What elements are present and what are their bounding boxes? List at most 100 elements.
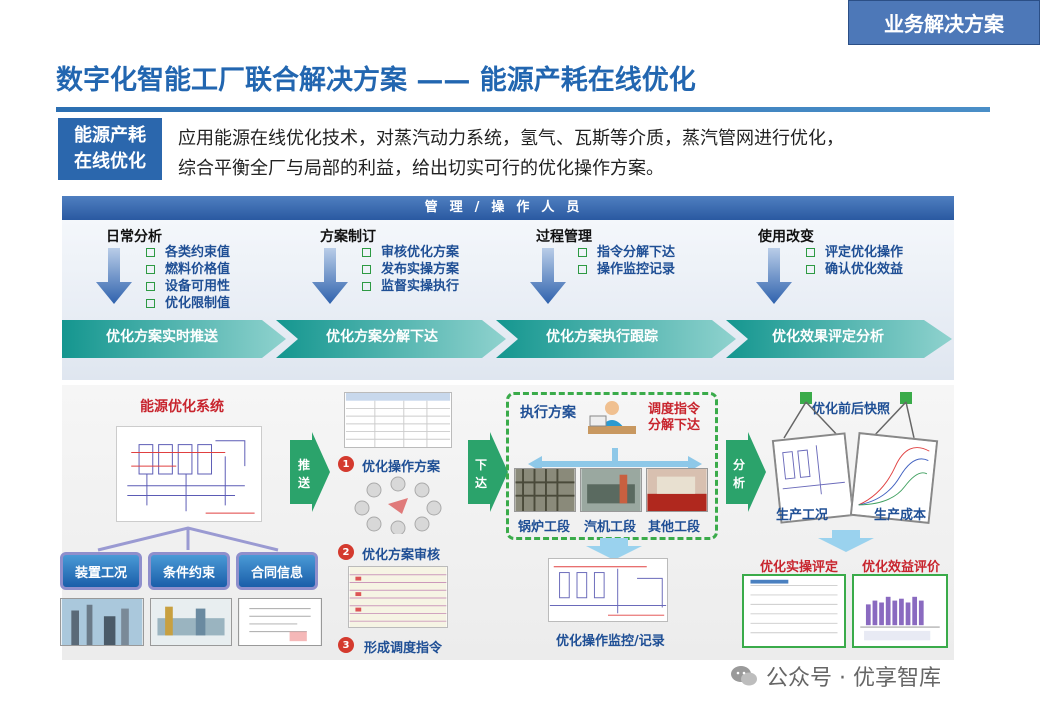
down-arrow-icon — [586, 538, 642, 560]
checkbox-icon — [578, 265, 587, 274]
checkbox-icon — [146, 248, 155, 257]
input-connector — [97, 526, 279, 552]
plant-photo-2 — [150, 598, 232, 646]
page-title: 数字化智能工厂联合解决方案 —— 能源产耗在线优化 — [56, 65, 696, 96]
chevron-label-3: 优化方案执行跟踪 — [546, 329, 658, 345]
system-schematic — [116, 426, 262, 522]
push-arrow-icon — [290, 432, 330, 512]
topic-badge: 能源产耗 在线优化 — [58, 118, 162, 180]
step-number-1: 1 — [338, 456, 354, 472]
contract-doc-thumb — [238, 598, 322, 646]
other-section-photo — [646, 468, 708, 512]
monitor-diagram-thumb — [548, 558, 668, 622]
step-label-2: 优化方案审核 — [362, 548, 441, 563]
checklist-item: 发布实操方案 — [362, 261, 459, 278]
chevron-3 — [496, 320, 736, 358]
phase-checklist-4: 评定优化操作 确认优化效益 — [806, 244, 903, 278]
title-divider — [56, 107, 990, 112]
dispatch-label: 调度指令 分解下达 — [648, 402, 701, 433]
phase-checklist-3: 指令分解下达 操作监控记录 — [578, 244, 675, 278]
phase-title-4: 使用改变 — [758, 229, 814, 245]
dispatch-form-thumb — [348, 566, 448, 628]
intro-text: 应用能源在线优化技术，对蒸汽动力系统，氢气、瓦斯等介质，蒸汽管网进行优化， 综合… — [178, 124, 978, 184]
checkbox-icon — [362, 248, 371, 257]
checklist-item: 审核优化方案 — [362, 244, 459, 261]
dispatch-arrow-label: 下达 — [474, 458, 487, 490]
eval-card-2 — [852, 574, 948, 648]
push-arrow-label: 推送 — [297, 458, 310, 490]
chevron-2 — [276, 320, 506, 358]
badge-line-1: 能源产耗 — [74, 125, 146, 146]
snapshot-frame-1 — [771, 432, 855, 524]
down-arrow-icon — [818, 530, 874, 552]
exec-branch-arrows — [528, 448, 702, 472]
watermark: 公众号 · 优享智库 — [730, 660, 941, 692]
checkbox-icon — [578, 248, 587, 257]
hanger-icon — [783, 392, 915, 439]
frame-label-1: 生产工况 — [776, 508, 829, 523]
badge-line-2: 在线优化 — [74, 151, 146, 172]
step-label-1: 优化操作方案 — [362, 460, 441, 475]
down-arrow-icon — [530, 248, 566, 304]
phase-title-1: 日常分析 — [106, 229, 162, 245]
analysis-arrow-icon — [726, 432, 766, 512]
checklist-item: 各类约束值 — [146, 244, 230, 261]
phase-title-2: 方案制订 — [320, 229, 376, 245]
checklist-item: 指令分解下达 — [578, 244, 675, 261]
checklist-item: 燃料价格值 — [146, 261, 230, 278]
down-arrow-icon — [96, 248, 132, 304]
frame-label-2: 生产成本 — [874, 508, 927, 523]
plan-table-thumb — [344, 392, 452, 448]
watermark-text: 公众号 · 优享智库 — [766, 666, 941, 691]
input-pill-3: 合同信息 — [236, 552, 318, 590]
section-label-2: 汽机工段 — [584, 520, 637, 535]
chevron-label-4: 优化效果评定分析 — [772, 329, 884, 345]
phase-checklist-2: 审核优化方案 发布实操方案 监督实操执行 — [362, 244, 459, 295]
input-pill-1: 装置工况 — [60, 552, 142, 590]
chevron-label-2: 优化方案分解下达 — [326, 329, 438, 345]
checkbox-icon — [146, 265, 155, 274]
checklist-item: 设备可用性 — [146, 278, 230, 295]
section-label-1: 锅炉工段 — [518, 520, 571, 535]
checklist-item: 优化限制值 — [146, 295, 230, 312]
chevron-1 — [62, 320, 286, 358]
eval-label-2: 优化效益评价 — [862, 560, 941, 575]
checkbox-icon — [146, 282, 155, 291]
checkbox-icon — [146, 299, 155, 308]
snapshot-label: 优化前后快照 — [812, 402, 891, 417]
step-number-2: 2 — [338, 544, 354, 560]
phase-checklist-1: 各类约束值 燃料价格值 设备可用性 优化限制值 — [146, 244, 230, 312]
checkbox-icon — [806, 248, 815, 257]
checkbox-icon — [362, 282, 371, 291]
eval-card-1 — [742, 574, 846, 648]
checklist-item: 监督实操执行 — [362, 278, 459, 295]
dispatch-arrow-icon — [468, 432, 508, 512]
checklist-item: 操作监控记录 — [578, 261, 675, 278]
turbine-photo — [580, 468, 642, 512]
review-circle-icon — [354, 476, 442, 534]
exec-label: 执行方案 — [520, 405, 576, 421]
snapshot-frame-2 — [849, 432, 939, 524]
chevron-band — [62, 320, 952, 358]
intro-line-1: 应用能源在线优化技术，对蒸汽动力系统，氢气、瓦斯等介质，蒸汽管网进行优化， — [178, 128, 844, 149]
step-number-3: 3 — [338, 637, 354, 653]
analysis-arrow-label: 分析 — [732, 458, 745, 490]
plant-photo-1 — [60, 598, 144, 646]
system-label: 能源优化系统 — [140, 399, 224, 415]
checkbox-icon — [806, 265, 815, 274]
operator-icon — [588, 401, 636, 434]
section-tag: 业务解决方案 — [848, 0, 1040, 45]
chevron-4 — [726, 320, 952, 358]
phase-title-3: 过程管理 — [536, 229, 592, 245]
eval-label-1: 优化实操评定 — [760, 560, 839, 575]
down-arrow-icon — [312, 248, 348, 304]
wechat-icon — [731, 666, 757, 686]
monitor-label: 优化操作监控/记录 — [556, 634, 665, 649]
checklist-item: 确认优化效益 — [806, 261, 903, 278]
input-pill-2: 条件约束 — [148, 552, 230, 590]
section-label-3: 其他工段 — [648, 520, 701, 535]
boiler-photo — [514, 468, 576, 512]
step-label-3: 形成调度指令 — [364, 641, 443, 656]
down-arrow-icon — [756, 248, 792, 304]
